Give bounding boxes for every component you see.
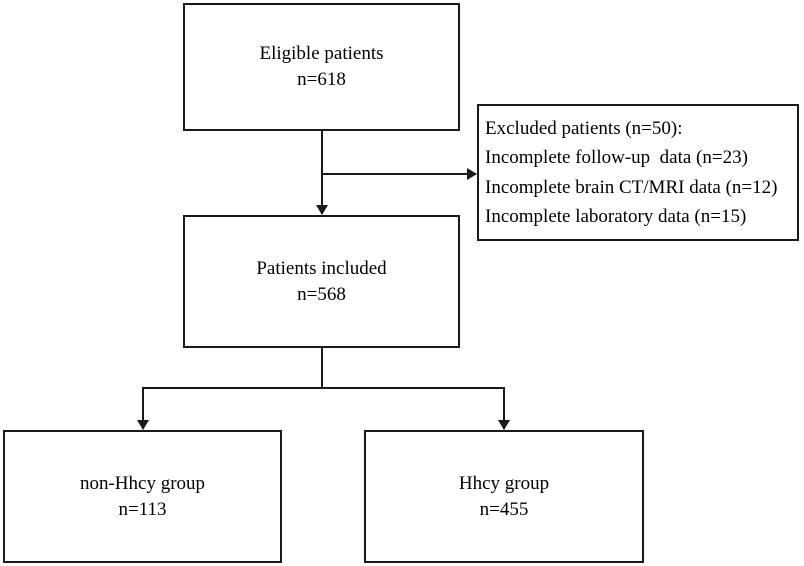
non-hhcy-group-box: non-Hhcy group n=113: [3, 430, 282, 563]
hhcy-group-count: n=455: [479, 498, 529, 520]
eligible-title: Eligible patients: [259, 43, 384, 64]
hhcy-group-title: Hhcy group: [458, 472, 550, 494]
excluded-patients-box: Excluded patients (n=50): Incomplete fol…: [477, 104, 799, 241]
hhcy-group-box: Hhcy group n=455: [364, 430, 644, 563]
patients-included-box: Patients included n=568: [183, 215, 460, 348]
eligible-patients-box: Eligible patients n=618: [183, 3, 460, 131]
excluded-reason-laboratory: Incomplete laboratory data (n=15): [485, 206, 747, 227]
excluded-heading: Excluded patients (n=50):: [485, 117, 683, 139]
non-hhcy-group-title: non-Hhcy group: [79, 472, 206, 494]
non-hhcy-group-count: n=113: [118, 498, 167, 520]
excluded-reason-imaging: Incomplete brain CT/MRI data (n=12): [485, 176, 778, 198]
excluded-reason-followup: Incomplete follow-up data (n=23): [485, 147, 748, 168]
eligible-count: n=618: [297, 69, 346, 90]
included-title: Patients included: [256, 257, 387, 279]
included-count: n=568: [297, 283, 346, 305]
